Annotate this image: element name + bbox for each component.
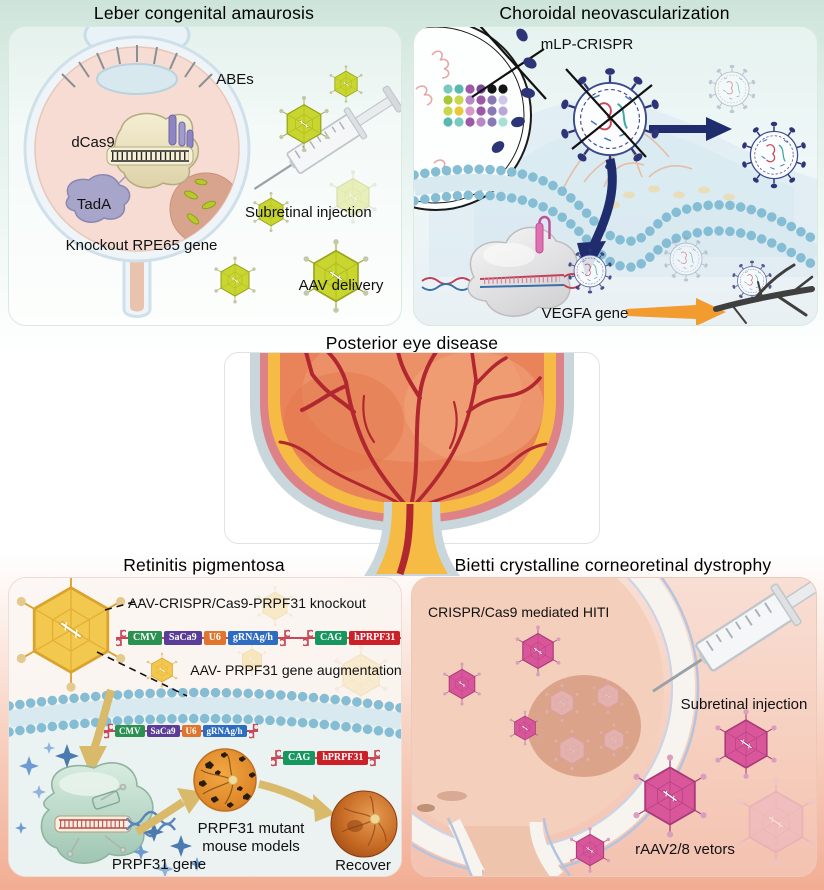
- aav-genome-cassette-knockout-internal: CMV SaCa9 U6 gRNAg/h: [104, 722, 258, 740]
- gene-box-cmv: CMV: [128, 631, 162, 645]
- callout-dashes: [96, 599, 188, 697]
- label-crispr-hiti: CRISPR/Cas9 mediated HITI: [428, 604, 610, 620]
- posterior-eye-illustration: [224, 352, 600, 576]
- retinal-vessels: [278, 353, 548, 512]
- label-aav-delivery: AAV delivery: [298, 277, 384, 294]
- panel-rp: CMV SaCa9 U6 gRNAg/h CAG hPRPF31 CMV SaC…: [8, 577, 402, 877]
- producer-cell: [414, 27, 547, 211]
- label-aav-augmentation: AAV- PRPF31 gene augmentation: [190, 662, 402, 678]
- panel-title-center: Posterior eye disease: [325, 333, 499, 353]
- cell-membrane: [414, 164, 817, 272]
- panel-title-rp: Retinitis pigmentosa: [123, 555, 285, 575]
- dcas9-protein: [106, 112, 199, 189]
- dna-helix-blue: [126, 810, 176, 838]
- dna-ladder-red: [54, 815, 132, 833]
- lca-illustration: [23, 27, 401, 318]
- bietti-illustration: [412, 578, 816, 876]
- grna-hairpin: [535, 215, 551, 254]
- gene-box-grna: gRNAg/h: [202, 725, 247, 737]
- gene-box-cmv: CMV: [115, 725, 145, 737]
- label-prpf31-gene: PRPF31 gene: [111, 856, 207, 873]
- optic-nerve: [364, 502, 460, 576]
- label-mlp-crispr: mLP-CRISPR: [540, 36, 634, 53]
- arrow-to-recover: [258, 780, 335, 822]
- label-abes: ABEs: [216, 71, 254, 88]
- aav-genome-cassette-augmentation: CAG hPRPF31: [271, 748, 381, 768]
- label-prpf31-mutant-line1: PRPF31 mutant: [197, 820, 305, 837]
- panel-title-bietti: Bietti crystalline corneoretinal dystrop…: [454, 555, 772, 575]
- panel-center-eye: [224, 352, 600, 577]
- label-recover: Recover: [335, 857, 391, 874]
- cnv-illustration: [414, 27, 817, 325]
- vegf-arrow: [626, 298, 726, 325]
- plasmid-dot-grid: [443, 84, 508, 127]
- budding-virions: [491, 28, 537, 153]
- label-raav-vectors: rAAV2/8 vetors: [635, 841, 735, 858]
- gene-box-hprpf31: hPRPF31: [317, 751, 369, 765]
- neovessel: [713, 263, 815, 324]
- tada-protein: [65, 166, 136, 223]
- label-prpf31-mutant-line2: mouse models: [202, 838, 300, 856]
- uptake-arrow: [79, 688, 115, 776]
- lens: [96, 63, 178, 95]
- fundus-recover: [330, 790, 398, 858]
- label-aav-crispr-knockout: AAV-CRISPR/Cas9-PRPF31 knockout: [128, 595, 366, 611]
- panel-lca: ABEs dCas9 TadA Knockout RPE65 gene Subr…: [8, 26, 402, 326]
- gene-box-cag: CAG: [314, 631, 348, 645]
- panel-title-cnv: Choroidal neovascularization: [499, 3, 730, 23]
- cell-membrane: [9, 687, 401, 739]
- gene-box-hprpf31: hPRPF31: [349, 631, 401, 645]
- cas9-prpf31-complex: [40, 762, 176, 864]
- fundus-mutant: [193, 748, 257, 812]
- panel-bietti: CRISPR/Cas9 mediated HITI Subretinal inj…: [411, 577, 817, 877]
- gene-box-sacas9: SaCa9: [146, 725, 180, 737]
- gene-box-u6: U6: [181, 725, 201, 737]
- panel-title-lca: Leber congenital amaurosis: [93, 3, 315, 23]
- panel-cnv: mLP-CRISPR VEGFA gene: [413, 26, 818, 326]
- gene-box-cag: CAG: [283, 751, 316, 765]
- eye-cross-section: [412, 578, 700, 876]
- gene-box-grna: gRNAg/h: [227, 631, 278, 645]
- aav-genome-cassette-knockout: CMV SaCa9 U6 gRNAg/h CAG hPRPF31: [116, 628, 401, 648]
- assembly-arrow: [649, 117, 732, 141]
- gene-box-sacas9: SaCa9: [163, 631, 202, 645]
- tool-glyphs: [66, 783, 127, 858]
- pigment-spots: [199, 752, 256, 808]
- subretinal-bleb: [527, 675, 641, 777]
- label-subretinal-injection-lca: Subretinal injection: [245, 204, 372, 221]
- label-tada: TadA: [76, 196, 112, 213]
- gene-box-u6: U6: [203, 631, 226, 645]
- ciliary-body: [61, 45, 213, 88]
- cas9-complex: [421, 215, 581, 317]
- label-prpf31-mutant: PRPF31 mutant mouse models: [191, 820, 311, 857]
- label-vegfa-gene: VEGFA gene: [541, 305, 629, 322]
- label-subretinal-injection-bietti: Subretinal injection: [680, 696, 808, 713]
- label-dcas9: dCas9: [71, 134, 115, 151]
- dna-ladder: [106, 146, 194, 166]
- label-knockout-rpe65: Knockout RPE65 gene: [65, 237, 218, 254]
